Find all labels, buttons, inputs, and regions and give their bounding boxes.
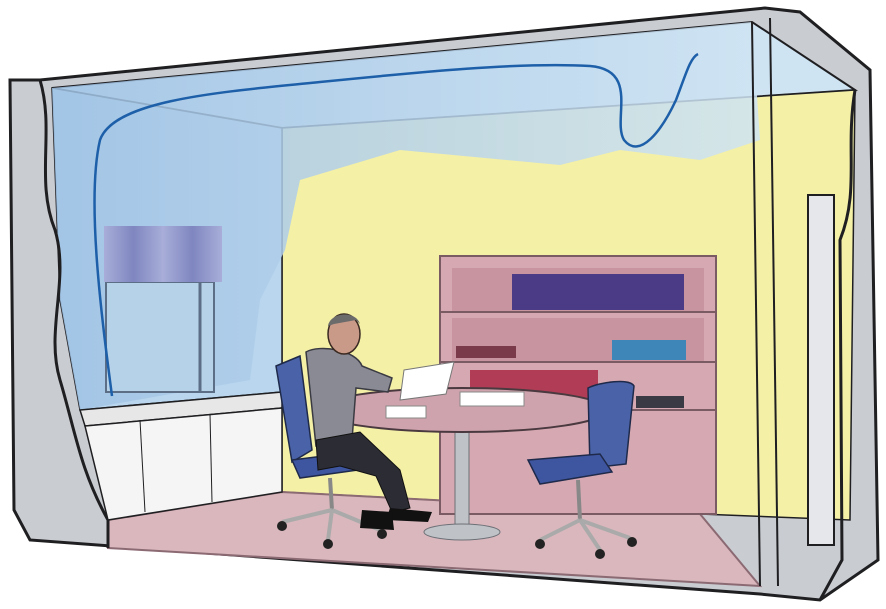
laptop — [636, 396, 684, 408]
papers — [460, 392, 524, 406]
books-stack — [456, 346, 516, 358]
window-with-blind — [104, 226, 222, 392]
window-blind — [104, 226, 222, 282]
books-purple — [512, 274, 684, 310]
window-glass — [106, 282, 214, 392]
books-blue — [612, 340, 686, 360]
